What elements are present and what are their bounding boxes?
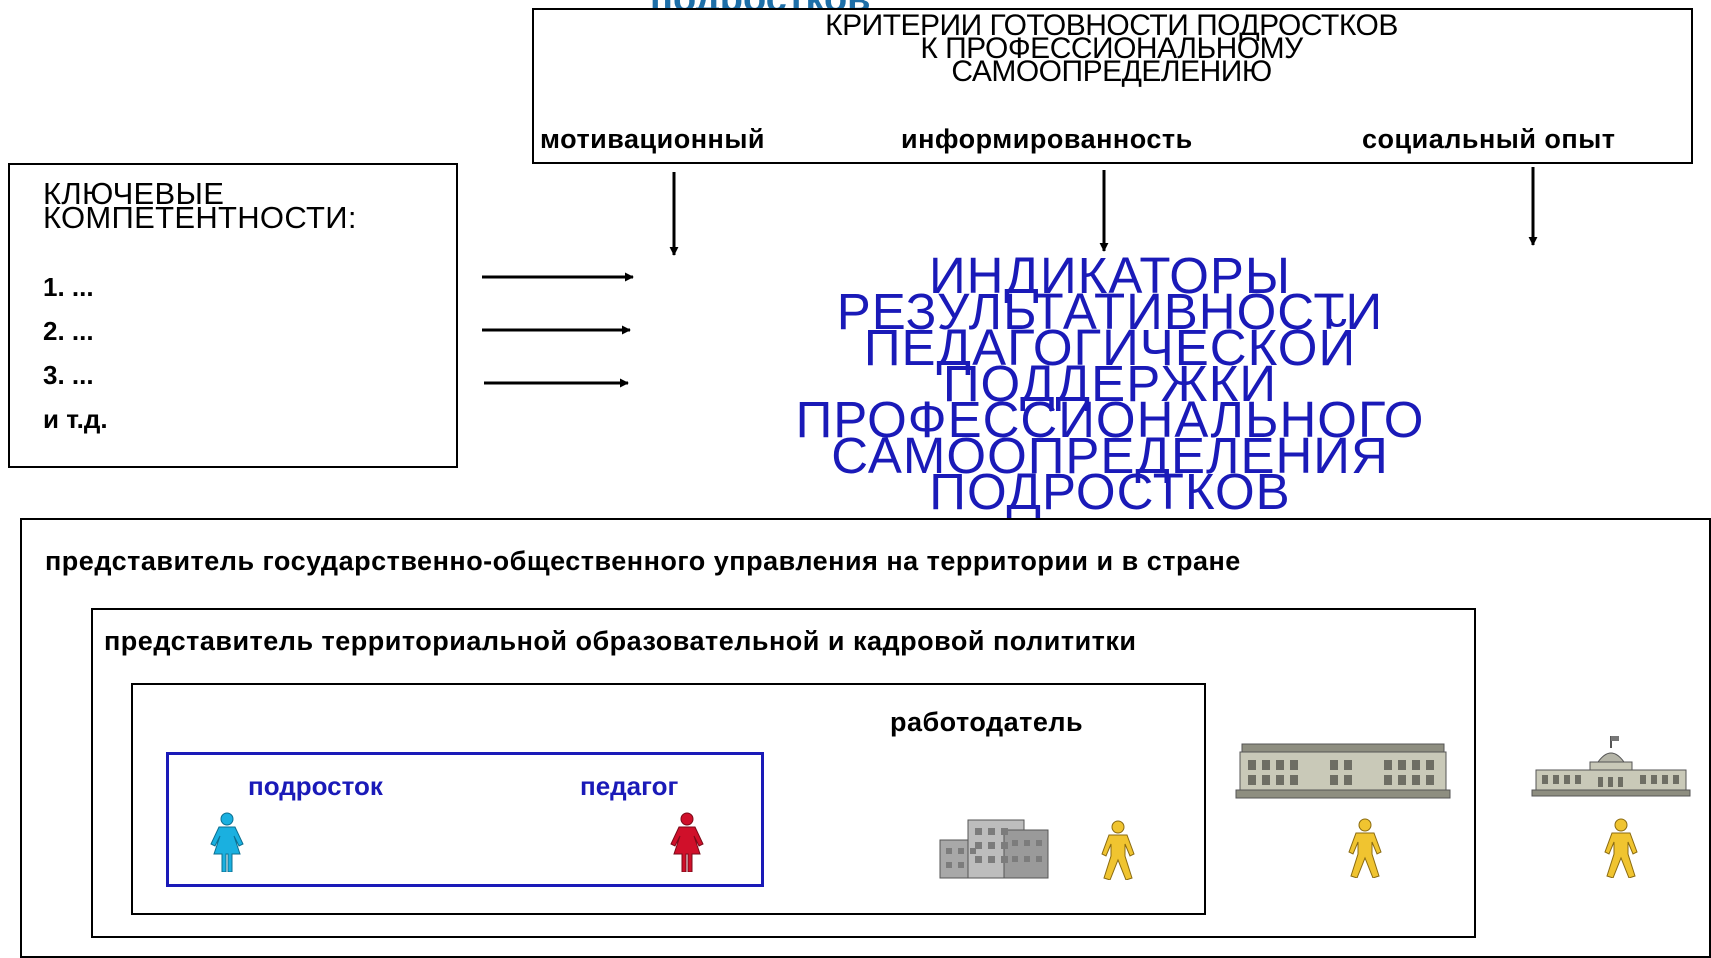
territorial-policy-label: представитель территориальной образовате… [104, 626, 1137, 656]
competences-title-line-1: КЛЮЧЕВЫЕ [43, 176, 225, 211]
territorial-policy-box [91, 608, 1476, 938]
teen-teacher-box [166, 752, 764, 887]
territorial-person-icon [1348, 818, 1382, 878]
employer-box [131, 683, 1206, 915]
indicators-line-4: ПОДДЕРЖКИ [942, 355, 1278, 412]
criteria-motivational: мотивационный [540, 124, 765, 154]
competences-box [8, 163, 458, 468]
teen-person-icon [210, 812, 244, 872]
state-person-icon [1604, 818, 1638, 878]
competences-title-line-2: КОМПЕТЕНТНОСТИ: [43, 200, 357, 235]
indicators-line-3: ПЕДАГОГИЧЕСКОЙ [863, 319, 1357, 376]
teacher-person-icon [670, 812, 704, 872]
office-building-icon [939, 819, 1049, 879]
capitol-building-icon [1531, 736, 1691, 797]
criteria-title-line-3: САМООПРЕДЕЛЕНИЮ [951, 55, 1272, 88]
criteria-title: КРИТЕРИИ ГОТОВНОСТИ ПОДРОСТКОВ К ПРОФЕСС… [534, 9, 1689, 88]
state-governance-label: представитель государственно-общественно… [45, 546, 1241, 576]
criteria-social-experience: социальный опыт [1362, 124, 1616, 154]
competence-item-etc: и т.д. [43, 404, 108, 434]
indicators-line-1: ИНДИКАТОРЫ [928, 247, 1292, 304]
criteria-title-line-2: К ПРОФЕССИОНАЛЬНОМУ [920, 32, 1303, 65]
competence-item-1: 1. ... [43, 272, 94, 302]
competence-item-3: 3. ... [43, 360, 94, 390]
competences-title: КЛЮЧЕВЫЕ КОМПЕТЕНТНОСТИ: [43, 176, 357, 235]
criteria-box [532, 8, 1693, 164]
indicators-heading: ИНДИКАТОРЫ РЕЗУЛЬТАТИВНОСТИ ПЕДАГОГИЧЕСК… [700, 247, 1520, 520]
criteria-title-line-1: КРИТЕРИИ ГОТОВНОСТИ ПОДРОСТКОВ [825, 9, 1398, 42]
teen-label: подросток [248, 771, 383, 801]
indicators-line-2: РЕЗУЛЬТАТИВНОСТИ [836, 283, 1384, 340]
competence-item-2: 2. ... [43, 316, 94, 346]
government-building-icon [1235, 743, 1451, 799]
employer-label: работодатель [890, 707, 1084, 737]
indicators-line-6: САМООПРЕДЕЛЕНИЯ [831, 427, 1389, 484]
indicators-line-5: ПРОФЕССИОНАЛЬНОГО [795, 391, 1425, 448]
indicators-line-7: ПОДРОСТКОВ [929, 463, 1291, 520]
teacher-label: педагог [580, 771, 679, 801]
employer-person-icon [1101, 820, 1135, 880]
criteria-informedness: информированность [901, 124, 1193, 154]
